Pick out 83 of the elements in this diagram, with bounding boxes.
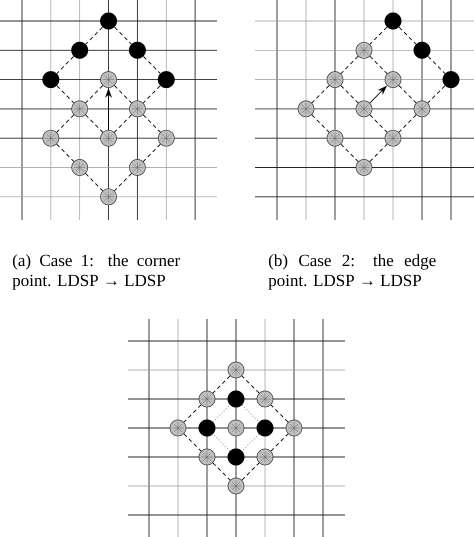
hatched-circle [71,159,88,176]
solid-dot [228,390,244,408]
dashed-line [56,56,74,74]
dashed-line [142,114,161,133]
dashed-line [183,433,202,452]
caption: (b) Case 2: the edge point. LDSP → LDSP [268,254,436,290]
dashed-line [311,114,330,133]
solid-dot [100,12,118,30]
dashed-line [340,85,359,104]
dashed-line [340,144,359,162]
dashed-line [85,114,104,133]
solid-dot [128,42,146,59]
dashed-line [398,26,416,45]
hatched-circle [100,130,117,147]
hatched-circle [100,188,117,206]
hatched-circle [129,159,146,176]
dashed-line [85,26,103,45]
dashed-line [398,85,417,104]
dashed-line [85,173,104,192]
dashed-line [56,144,74,162]
dashed-line [212,375,231,394]
dashed-line [85,85,104,104]
dashed-line [56,114,74,133]
hatched-circle [298,100,314,118]
dashed-line [340,56,359,74]
dashed-line [56,85,74,104]
hatched-circle [129,100,146,118]
dashed-line [369,56,388,74]
hatched-circle [256,390,274,408]
solid-dot [228,448,244,466]
hatched-circle [356,42,372,59]
solid-dot [442,71,460,88]
dashed-line [183,404,202,423]
hatched-circle [198,390,216,408]
dashed-line [241,375,260,394]
dotted-line [242,434,260,452]
hatched-circle [228,362,244,378]
dotted-line [242,404,260,422]
dashed-line [142,85,161,104]
caption: (a) Case 1: the corner point. LDSP → LDSP [12,254,180,290]
hatched-circle [228,478,244,494]
dashed-line [270,404,289,423]
dashed-line [369,26,388,45]
dashed-line [212,462,231,481]
dashed-line [270,433,289,452]
solid-dot [414,42,430,59]
solid-dot [158,71,175,88]
hatched-circle [326,130,344,147]
solid-dot [42,71,60,88]
hatched-circle [228,420,244,436]
hatched-circle [158,130,175,147]
dashed-line [427,85,446,104]
dashed-line [398,114,417,133]
dashed-line [142,144,161,162]
dashed-line [369,114,388,133]
solid-dot [198,420,216,436]
hatched-circle [100,71,117,88]
dashed-line [311,85,330,104]
hatched-circle [256,448,274,466]
dashed-line [114,114,132,133]
hatched-circle [326,71,344,88]
hatched-circle [356,159,372,176]
dashed-line [114,173,132,192]
hatched-circle [198,448,216,466]
dashed-line [114,85,132,104]
dashed-line [428,56,446,74]
hatched-circle [384,71,402,88]
solid-dot [256,420,274,436]
hatched-circle [71,100,88,118]
hatched-circle [170,420,186,436]
solid-dot [384,12,402,30]
dotted-line [212,434,230,452]
solid-dot [71,42,88,59]
dashed-line [114,26,132,45]
hatched-circle [286,420,302,436]
dashed-line [241,462,260,481]
dotted-line [212,404,230,422]
hatched-circle [356,100,372,118]
dashed-line [143,56,161,74]
dashed-line [369,144,388,162]
hatched-circle [414,100,430,118]
hatched-circle [42,130,60,147]
hatched-circle [384,130,402,147]
